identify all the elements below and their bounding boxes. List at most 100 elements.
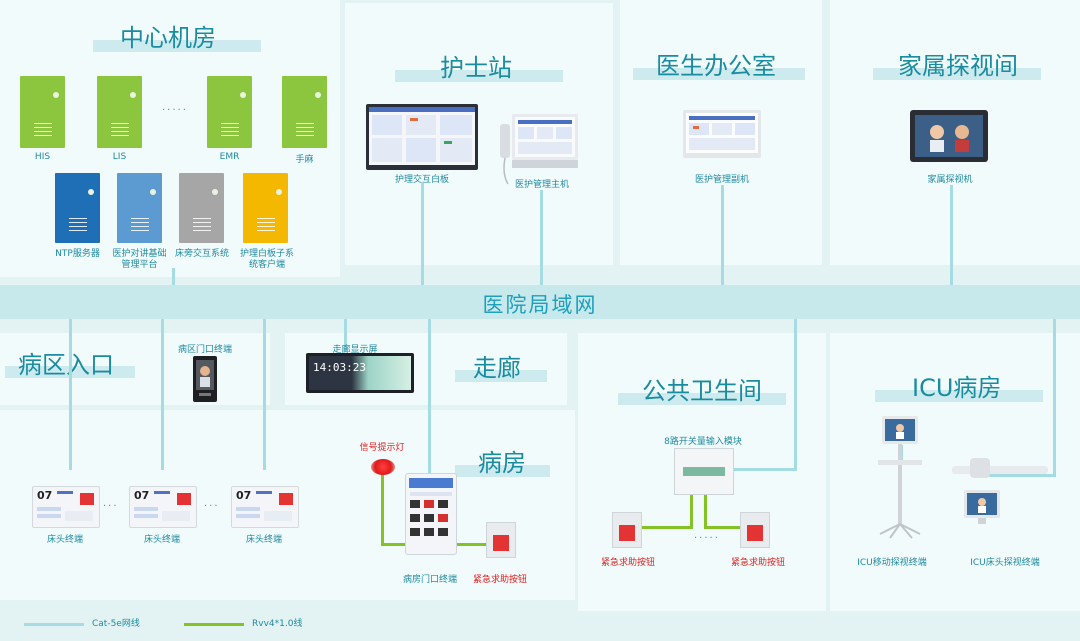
line-corridor [344, 318, 347, 352]
ellipsis: ... [204, 498, 220, 509]
line-room-door [428, 318, 431, 478]
ellipsis: ..... [694, 530, 720, 541]
legend-rvv-line [184, 623, 244, 626]
emergency-button-ward-label: 紧急求助按钮 [472, 575, 527, 585]
section-title-datacenter: 中心机房 [120, 24, 216, 52]
bedside-terminal-3-label: 床头终端 [245, 535, 282, 545]
ellipsis: ... [103, 498, 119, 509]
bedside-terminal-2-label: 床头终端 [143, 535, 180, 545]
emergency-button-toilet-1-icon [612, 512, 642, 548]
title-underline [395, 70, 563, 82]
nurse-whiteboard-icon [366, 104, 478, 170]
section-title-icu: ICU病房 [912, 374, 1002, 402]
rvv-button-h [454, 543, 487, 546]
section-title-corridor: 走廊 [473, 354, 521, 382]
room-door-terminal-label: 病房门口终端 [402, 575, 457, 585]
nurse-host-label: 医护管理主机 [514, 180, 569, 190]
server-surgery-label: 手麻 [295, 155, 314, 165]
section-title-doctor-office: 医生办公室 [656, 52, 776, 80]
title-underline [618, 393, 786, 405]
line-bedside-1 [69, 318, 72, 470]
bedside-terminal-3-icon: 07 [231, 486, 299, 528]
server-ntp-icon [55, 173, 100, 243]
line-icu-v [1053, 318, 1056, 476]
legend-cat5e-label: Cat-5e网线 [92, 619, 140, 629]
title-underline [93, 40, 261, 52]
nurse-whiteboard-label: 护理交互白板 [394, 175, 449, 185]
section-title-family-visit: 家属探视间 [898, 52, 1018, 80]
nurse-host-icon [500, 114, 578, 185]
family-visit-terminal-icon [910, 110, 988, 162]
bedside-terminal-3-bed-number: 07 [236, 489, 252, 502]
bedside-terminal-1-icon: 07 [32, 486, 100, 528]
line-bedside-3 [263, 318, 266, 470]
section-title-nurse-station: 护士站 [440, 54, 512, 82]
line-nurse-host [540, 190, 543, 286]
rvv-module-h2 [704, 526, 744, 529]
legend-rvv-label: Rvv4*1.0线 [252, 619, 303, 629]
server-whiteboard-icon [243, 173, 288, 243]
server-ntp-label: NTP服务器 [55, 249, 100, 259]
line-icu-h [975, 474, 1056, 477]
title-underline [455, 465, 550, 477]
server-whiteboard-label-2: 统客户端 [248, 260, 285, 270]
corridor-display-screen [309, 356, 411, 390]
server-lis-label: LIS [112, 152, 127, 162]
section-title-ward-entrance: 病区入口 [18, 351, 114, 379]
switch-module-icon [674, 448, 734, 495]
rvv-module-v2 [704, 492, 707, 528]
bedside-terminal-2-icon: 07 [129, 486, 197, 528]
corridor-display-time: 14:03:23 [313, 361, 366, 374]
server-bedside-system-icon [179, 173, 224, 243]
rvv-signal-v [381, 470, 384, 546]
title-underline [873, 68, 1041, 80]
hospital-lan-bar [0, 285, 1080, 319]
server-intercom-label-1: 医护对讲基础 [112, 249, 167, 259]
line-bedside-2 [161, 318, 164, 470]
server-bedside-system-label: 床旁交互系统 [174, 249, 229, 259]
icu-bedside-terminal-icon [952, 458, 1048, 524]
server-his-icon [20, 76, 65, 148]
server-emr-label: EMR [219, 152, 240, 162]
section-title-ward: 病房 [478, 449, 526, 477]
line-doctor-extension [721, 185, 724, 286]
rvv-module-v1 [690, 492, 693, 528]
server-lis-icon [97, 76, 142, 148]
signal-light-label: 信号提示灯 [359, 443, 405, 453]
title-underline [633, 68, 805, 80]
corridor-display-label: 走廊显示屏 [332, 345, 378, 355]
icu-mobile-terminal-icon [878, 416, 922, 539]
emergency-button-toilet-2-icon [740, 512, 770, 548]
icu-mobile-terminal-label: ICU移动探视终端 [857, 558, 927, 568]
legend-cat5e-line [24, 623, 84, 626]
switch-module-label: 8路开关量输入模块 [664, 437, 742, 447]
rvv-signal-h [381, 543, 411, 546]
bedside-terminal-2-bed-number: 07 [134, 489, 150, 502]
ward-door-terminal-label: 病区门口终端 [177, 345, 232, 355]
server-intercom-label-2: 管理平台 [121, 260, 158, 270]
line-datacenter [172, 268, 175, 286]
server-surgery-icon [282, 76, 327, 148]
emergency-button-toilet-2-label: 紧急求助按钮 [730, 558, 785, 568]
room-door-terminal-icon [405, 473, 457, 555]
line-family-visit [950, 185, 953, 286]
server-intercom-icon [117, 173, 162, 243]
bedside-terminal-1-bed-number: 07 [37, 489, 53, 502]
hospital-lan-label: 医院局域网 [482, 293, 598, 317]
emergency-button-ward-icon [486, 522, 516, 558]
icu-bedside-terminal-label: ICU床头探视终端 [970, 558, 1040, 568]
bedside-terminal-1-label: 床头终端 [46, 535, 83, 545]
signal-light-icon [371, 459, 395, 475]
server-emr-icon [207, 76, 252, 148]
section-title-public-toilet: 公共卫生间 [642, 377, 762, 405]
title-underline [875, 390, 1043, 402]
emergency-button-toilet-1-label: 紧急求助按钮 [600, 558, 655, 568]
server-whiteboard-label-1: 护理白板子系 [239, 249, 294, 259]
doctor-extension-label: 医护管理副机 [694, 175, 749, 185]
corridor-display-icon: 14:03:23 [306, 353, 414, 393]
server-ellipsis: ..... [162, 102, 188, 113]
line-switch-module-v [794, 318, 797, 470]
rvv-module-h1 [642, 526, 693, 529]
family-visit-terminal-label: 家属探视机 [927, 175, 973, 185]
doctor-extension-icon [683, 110, 761, 158]
